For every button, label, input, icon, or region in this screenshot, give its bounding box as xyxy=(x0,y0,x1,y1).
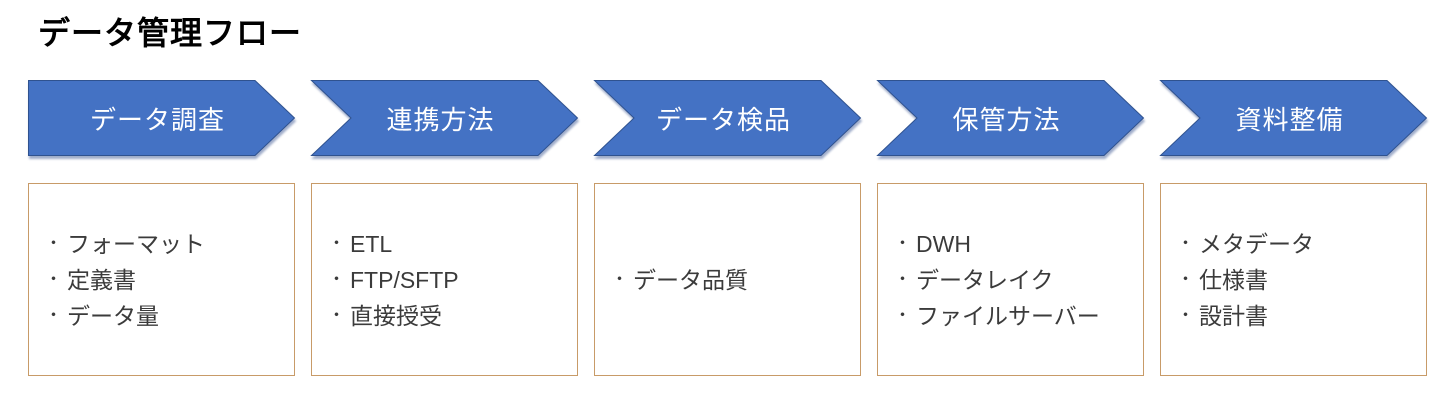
step-3-arrow: データ検品 xyxy=(593,80,862,156)
chevron-arrow-shape xyxy=(1159,80,1428,156)
step-1-detail-box: ・フォーマット ・定義書 ・データ量 xyxy=(28,183,295,376)
step-1-label: データ調査 xyxy=(89,104,225,135)
bullet-glyph: ・ xyxy=(611,269,628,289)
chevron-arrow-shape xyxy=(310,80,579,156)
step-5-label: 資料整備 xyxy=(1235,104,1344,135)
list-item-text: メタデータ xyxy=(1199,230,1314,257)
list-item: ・FTP/SFTP xyxy=(328,262,571,298)
bullet-glyph: ・ xyxy=(894,305,911,325)
list-item: ・メタデータ xyxy=(1177,226,1420,262)
step-2-arrow: 連携方法 xyxy=(310,80,579,156)
step-4-arrow: 保管方法 xyxy=(876,80,1145,156)
list-item-text: DWH xyxy=(916,230,971,257)
list-item: ・データ品質 xyxy=(611,262,854,298)
list-item: ・仕様書 xyxy=(1177,262,1420,298)
list-item-text: 直接授受 xyxy=(350,302,442,329)
step-4-label: 保管方法 xyxy=(952,104,1061,135)
page-title: データ管理フロー xyxy=(38,15,303,51)
list-item-text: 定義書 xyxy=(67,266,136,293)
bullet-glyph: ・ xyxy=(1177,269,1194,289)
bullet-glyph: ・ xyxy=(894,269,911,289)
list-item-text: フォーマット xyxy=(67,230,205,257)
list-item: ・ETL xyxy=(328,226,571,262)
bullet-glyph: ・ xyxy=(328,305,345,325)
list-item: ・設計書 xyxy=(1177,298,1420,334)
list-item-text: ETL xyxy=(350,230,393,257)
bullet-glyph: ・ xyxy=(1177,305,1194,325)
bullet-glyph: ・ xyxy=(45,233,62,253)
step-2-detail-box: ・ETL ・FTP/SFTP ・直接授受 xyxy=(311,183,578,376)
step-3-detail-box: ・データ品質 xyxy=(594,183,861,376)
list-item: ・定義書 xyxy=(45,262,288,298)
step-4-detail-box: ・DWH ・データレイク ・ファイルサーバー xyxy=(877,183,1144,376)
list-item-text: ファイルサーバー xyxy=(916,302,1100,329)
bullet-glyph: ・ xyxy=(45,305,62,325)
bullet-glyph: ・ xyxy=(894,233,911,253)
step-5-detail-box: ・メタデータ ・仕様書 ・設計書 xyxy=(1160,183,1427,376)
flow-diagram: データ調査 連携方法 データ検品 保管方法 資料整備 ・フォーマット ・定義書 … xyxy=(28,80,1428,376)
list-item-text: FTP/SFTP xyxy=(350,266,459,293)
list-item-text: 設計書 xyxy=(1199,302,1268,329)
list-item: ・データレイク xyxy=(894,262,1137,298)
list-item: ・ファイルサーバー xyxy=(894,298,1137,334)
list-item: ・データ量 xyxy=(45,298,288,334)
list-item-text: データ品質 xyxy=(633,266,748,293)
step-2-label: 連携方法 xyxy=(386,104,495,135)
bullet-glyph: ・ xyxy=(45,269,62,289)
bullet-glyph: ・ xyxy=(328,269,345,289)
list-item: ・DWH xyxy=(894,226,1137,262)
list-item-text: データレイク xyxy=(916,266,1054,293)
step-1-arrow: データ調査 xyxy=(28,80,296,156)
bullet-glyph: ・ xyxy=(1177,233,1194,253)
pentagon-arrow-shape xyxy=(28,80,296,156)
step-5-arrow: 資料整備 xyxy=(1159,80,1428,156)
list-item-text: データ量 xyxy=(67,302,159,329)
list-item: ・直接授受 xyxy=(328,298,571,334)
chevron-arrow-shape xyxy=(876,80,1145,156)
chevron-arrow-shape xyxy=(593,80,862,156)
step-3-label: データ検品 xyxy=(655,104,791,135)
bullet-glyph: ・ xyxy=(328,233,345,253)
list-item: ・フォーマット xyxy=(45,226,288,262)
list-item-text: 仕様書 xyxy=(1199,266,1268,293)
